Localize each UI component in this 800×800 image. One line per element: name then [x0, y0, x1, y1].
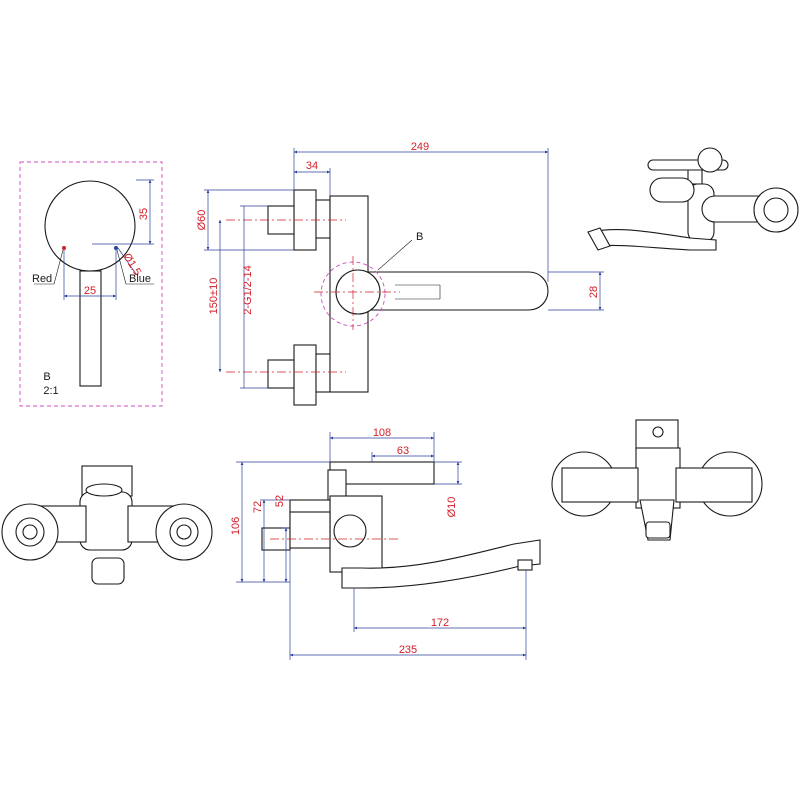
iso2-top-hole [652, 426, 664, 438]
callout-b-leader [377, 239, 413, 271]
detail-boundary [19, 161, 163, 407]
blue-label: Blue [129, 273, 151, 285]
blue-leader [116, 249, 127, 285]
side-aerator [517, 559, 533, 571]
dim-thread-text: 2-G1/2-14 [242, 265, 254, 315]
front-right-inlet [176, 524, 192, 540]
side-handle-cap [333, 514, 367, 548]
iso-spout [589, 228, 717, 251]
side-view: 108 63 Ø10 106 72 52 172 235 [230, 427, 541, 660]
dim-235-text: 235 [399, 644, 417, 656]
top-nut [315, 199, 331, 239]
dia-leader [117, 247, 137, 275]
blue-indicator-dot [114, 246, 118, 250]
red-indicator-dot [62, 246, 66, 250]
side-spout [341, 539, 541, 589]
dim-25-text: 25 [84, 285, 96, 297]
callout-b: B [416, 231, 423, 243]
detail-scale: 2:1 [43, 385, 58, 397]
red-leader [53, 249, 64, 285]
dim-35-text: 35 [138, 208, 150, 220]
iso2-aerator [645, 521, 671, 539]
dim-spacing-text: 150±10 [208, 278, 220, 315]
dim-72-text: 72 [252, 501, 264, 513]
dim-63-text: 63 [397, 445, 409, 457]
dim-dia10-text: Ø10 [446, 497, 458, 518]
dim-172-text: 172 [431, 617, 449, 629]
iso2-left-arm [561, 467, 639, 503]
iso-handle-top [697, 147, 723, 173]
dim-52-text: 52 [274, 495, 286, 507]
dim-106-text: 106 [230, 517, 242, 535]
dim-28-text: 28 [588, 286, 600, 298]
dim-108-text: 108 [373, 427, 391, 439]
iso-aerator [587, 227, 611, 251]
bottom-eccentric [267, 359, 295, 389]
red-label: Red [32, 273, 52, 285]
iso-front-view [551, 419, 763, 541]
bottom-flange [293, 344, 317, 406]
top-view: B 249 34 28 Ø60 150±10 2-G1/2-14 [196, 141, 604, 406]
iso-left-arm [649, 177, 695, 203]
front-cap [85, 483, 123, 497]
iso2-top-block [635, 419, 679, 451]
iso-view [587, 147, 799, 251]
iso-nut [763, 197, 789, 223]
bottom-nut [315, 353, 331, 393]
front-view [1, 465, 213, 585]
detail-view-b: 35 25 Ø1.5 Red Blue B 2:1 [19, 161, 163, 407]
front-body [79, 491, 133, 551]
dim-249-text: 249 [411, 141, 429, 153]
front-left-inlet [22, 524, 38, 540]
side-nut [289, 511, 331, 549]
handle-lever [79, 270, 102, 387]
iso2-body [635, 447, 681, 509]
detail-label: B [43, 371, 50, 383]
dim-dia60-text: Ø60 [196, 210, 208, 231]
iso2-right-arm [675, 467, 753, 503]
front-spout-outlet [91, 557, 125, 585]
dim-34-text: 34 [306, 160, 318, 172]
